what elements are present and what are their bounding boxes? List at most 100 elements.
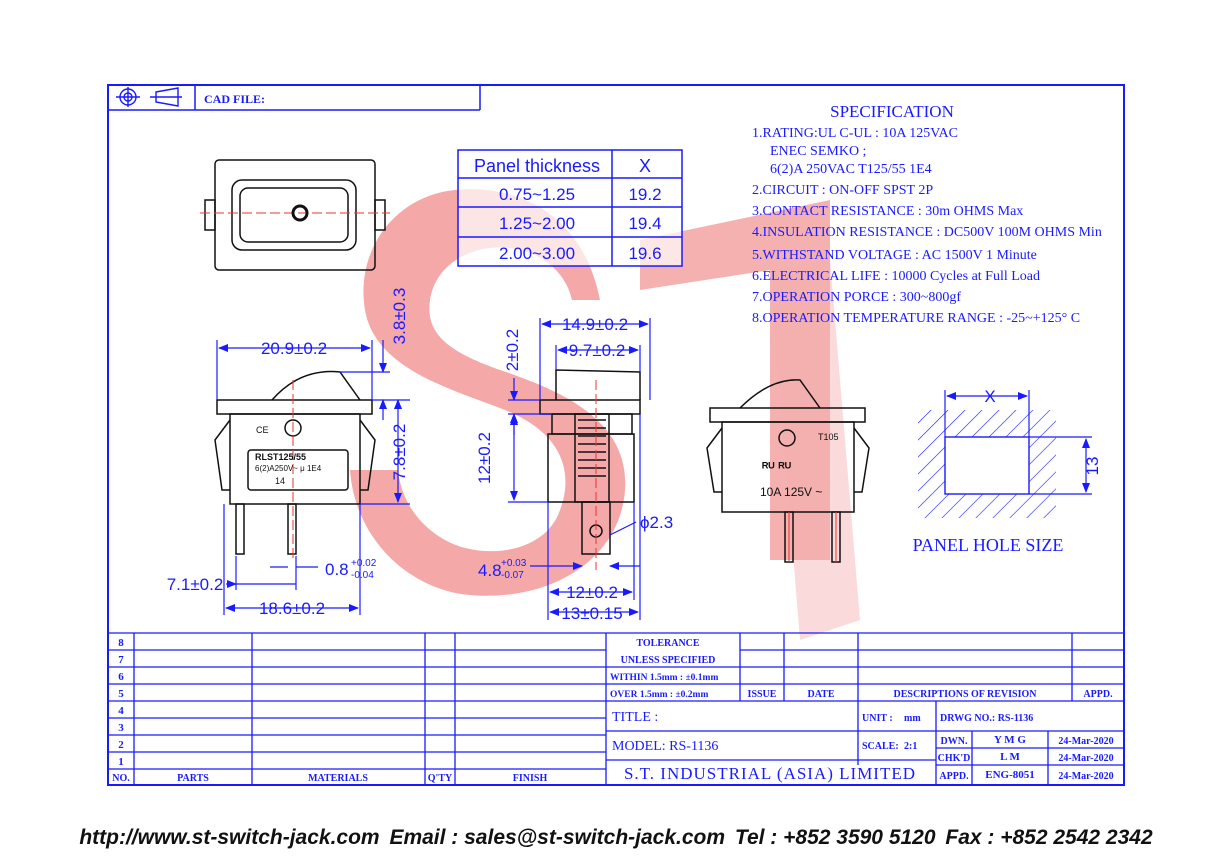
model-name: MODEL: RS-1136 xyxy=(612,739,718,754)
cad-file-box: CAD FILE: xyxy=(108,85,481,111)
appd-label: APPD. xyxy=(939,771,969,782)
parts-header-parts: PARTS xyxy=(177,773,209,784)
table-cell: 0.75~1.25 xyxy=(499,185,575,204)
parts-row-no: 8 xyxy=(118,637,124,649)
parts-list-table xyxy=(108,632,1124,785)
table-cell: 19.6 xyxy=(628,244,661,263)
switch-rear-view xyxy=(706,379,870,563)
front-rating-marking: 6(2)A250V~ μ 1E4 xyxy=(255,464,322,473)
rear-rating-marking: 10A 125V ~ xyxy=(760,485,822,499)
dim-12-horizontal: 12±0.2 xyxy=(566,583,618,602)
spec-line: 5.WITHSTAND VOLTAGE : AC 1500V 1 Minute xyxy=(752,248,1037,263)
dwn-label: DWN. xyxy=(941,736,968,747)
dim-14-9: 14.9±0.2 xyxy=(562,315,628,334)
company-name: S.T. INDUSTRIAL (ASIA) LIMITED xyxy=(624,764,916,783)
unit-label: UNIT : xyxy=(862,713,893,724)
parts-row-no: 5 xyxy=(118,688,124,700)
dim-18-6: 18.6±0.2 xyxy=(259,599,325,618)
website-link[interactable]: http://www.st-switch-jack.com xyxy=(79,826,380,849)
dwn-value: Y M G xyxy=(994,734,1026,746)
parts-header-no: NO. xyxy=(112,773,130,784)
dim-0-8-tol-minus: -0.04 xyxy=(351,570,374,581)
panel-hole-13: 13 xyxy=(1083,457,1102,476)
fax-text: Fax : +852 2542 2342 xyxy=(945,826,1153,849)
unless-specified-label: UNLESS SPECIFIED xyxy=(621,655,716,666)
switch-top-view xyxy=(200,159,390,271)
tolerance-label: TOLERANCE xyxy=(636,638,699,649)
parts-row-no: 6 xyxy=(118,671,124,683)
table-cell: 19.2 xyxy=(628,185,661,204)
contact-footer: http://www.st-switch-jack.com Email : sa… xyxy=(0,826,1232,850)
within-tolerance: WITHIN 1.5mm : ±0.1mm xyxy=(610,673,718,683)
table-header-thickness: Panel thickness xyxy=(474,156,600,176)
front-model-marking: RLST125/55 xyxy=(255,452,306,462)
panel-hole-diagram xyxy=(918,390,1092,518)
spec-line: 4.INSULATION RESISTANCE : DC500V 100M OH… xyxy=(752,225,1102,240)
table-cell: 2.00~3.00 xyxy=(499,244,575,263)
specification-block: SPECIFICATION 1.RATING:UL C-UL : 10A 125… xyxy=(752,102,1102,326)
spec-heading: SPECIFICATION xyxy=(830,102,954,121)
spec-line: 6.ELECTRICAL LIFE : 10000 Cycles at Full… xyxy=(752,269,1040,284)
spec-line: 7.OPERATION PORCE : 300~800gf xyxy=(752,290,961,305)
sheet-border xyxy=(107,84,1125,786)
table-cell: 19.4 xyxy=(628,214,661,233)
dim-20-9: 20.9±0.2 xyxy=(261,339,327,358)
spec-line: 6(2)A 250VAC T125/55 1E4 xyxy=(770,162,932,177)
parts-row-no: 4 xyxy=(118,705,124,717)
title-label: TITLE : xyxy=(612,710,658,725)
parts-row-no: 7 xyxy=(118,654,124,666)
appd-header: APPD. xyxy=(1083,689,1113,700)
parts-row-numbers: 8 7 6 5 4 3 2 1 NO. PARTS MATERIALS Q'TY… xyxy=(112,637,547,784)
dim-phi: ϕ2.3 xyxy=(640,513,673,532)
panel-hole-caption: PANEL HOLE SIZE xyxy=(913,535,1064,555)
parts-row-no: 3 xyxy=(118,722,124,734)
dim-0-8-tol-plus: +0.02 xyxy=(351,558,377,569)
dim-3-8: 3.8±0.3 xyxy=(390,288,409,345)
dim-4-8-tol-plus: +0.03 xyxy=(501,558,527,569)
dim-4-8: 4.8 xyxy=(478,561,502,580)
spec-line: 2.CIRCUIT : ON-OFF SPST 2P xyxy=(752,183,933,198)
unit-value: mm xyxy=(904,713,921,724)
dim-0-8: 0.8 xyxy=(325,560,349,579)
switch-side-view xyxy=(539,369,641,570)
front-num-marking: 14 xyxy=(275,476,285,486)
dim-4-8-tol-minus: -0.07 xyxy=(501,570,524,581)
ce-mark: CE xyxy=(256,425,269,435)
chkd-value: L M xyxy=(1000,751,1020,763)
front-view-dimensions xyxy=(216,340,410,615)
cad-file-label: CAD FILE: xyxy=(204,92,265,106)
parts-row-no: 1 xyxy=(118,756,124,768)
spec-line: 1.RATING:UL C-UL : 10A 125VAC xyxy=(752,126,958,141)
appd-value: ENG-8051 xyxy=(985,769,1035,781)
table-cell: 1.25~2.00 xyxy=(499,214,575,233)
switch-front-view xyxy=(214,370,376,560)
dwn-date: 24-Mar-2020 xyxy=(1058,736,1113,747)
table-header-x: X xyxy=(639,156,651,176)
rear-code-marking: T105 xyxy=(818,432,839,442)
chkd-date: 24-Mar-2020 xyxy=(1058,753,1113,764)
dim-7-1: 7.1±0.2 xyxy=(167,575,224,594)
descriptions-header: DESCRIPTIONS OF REVISION xyxy=(894,689,1038,700)
spec-line: ENEC SEMKO ; xyxy=(770,144,866,159)
spec-line: 3.CONTACT RESISTANCE : 30m OHMS Max xyxy=(752,204,1023,219)
parts-header-qty: Q'TY xyxy=(428,773,453,784)
email-link[interactable]: Email : sales@st-switch-jack.com xyxy=(389,826,726,849)
issue-header: ISSUE xyxy=(748,689,777,700)
spec-line: 8.OPERATION TEMPERATURE RANGE : -25~+125… xyxy=(752,311,1080,326)
parts-row-no: 2 xyxy=(118,739,124,751)
dim-13: 13±0.15 xyxy=(561,604,622,623)
projection-symbol-icon xyxy=(116,87,182,107)
dim-9-7: 9.7±0.2 xyxy=(569,341,626,360)
date-header: DATE xyxy=(807,689,834,700)
scale-label: SCALE: xyxy=(862,741,899,752)
panel-thickness-table: Panel thickness X 0.75~1.25 19.2 1.25~2.… xyxy=(457,149,683,267)
dim-7-8: 7.8±0.2 xyxy=(390,424,409,481)
parts-header-materials: MATERIALS xyxy=(308,773,368,784)
chkd-label: CHK'D xyxy=(938,753,971,764)
drawing-number: DRWG NO.: RS-1136 xyxy=(940,713,1033,724)
side-view-dimensions xyxy=(508,318,651,620)
parts-header-finish: FINISH xyxy=(513,773,548,784)
appd-date: 24-Mar-2020 xyxy=(1058,771,1113,782)
dim-12-vertical: 12±0.2 xyxy=(475,432,494,484)
dim-2: 2±0.2 xyxy=(503,329,522,371)
